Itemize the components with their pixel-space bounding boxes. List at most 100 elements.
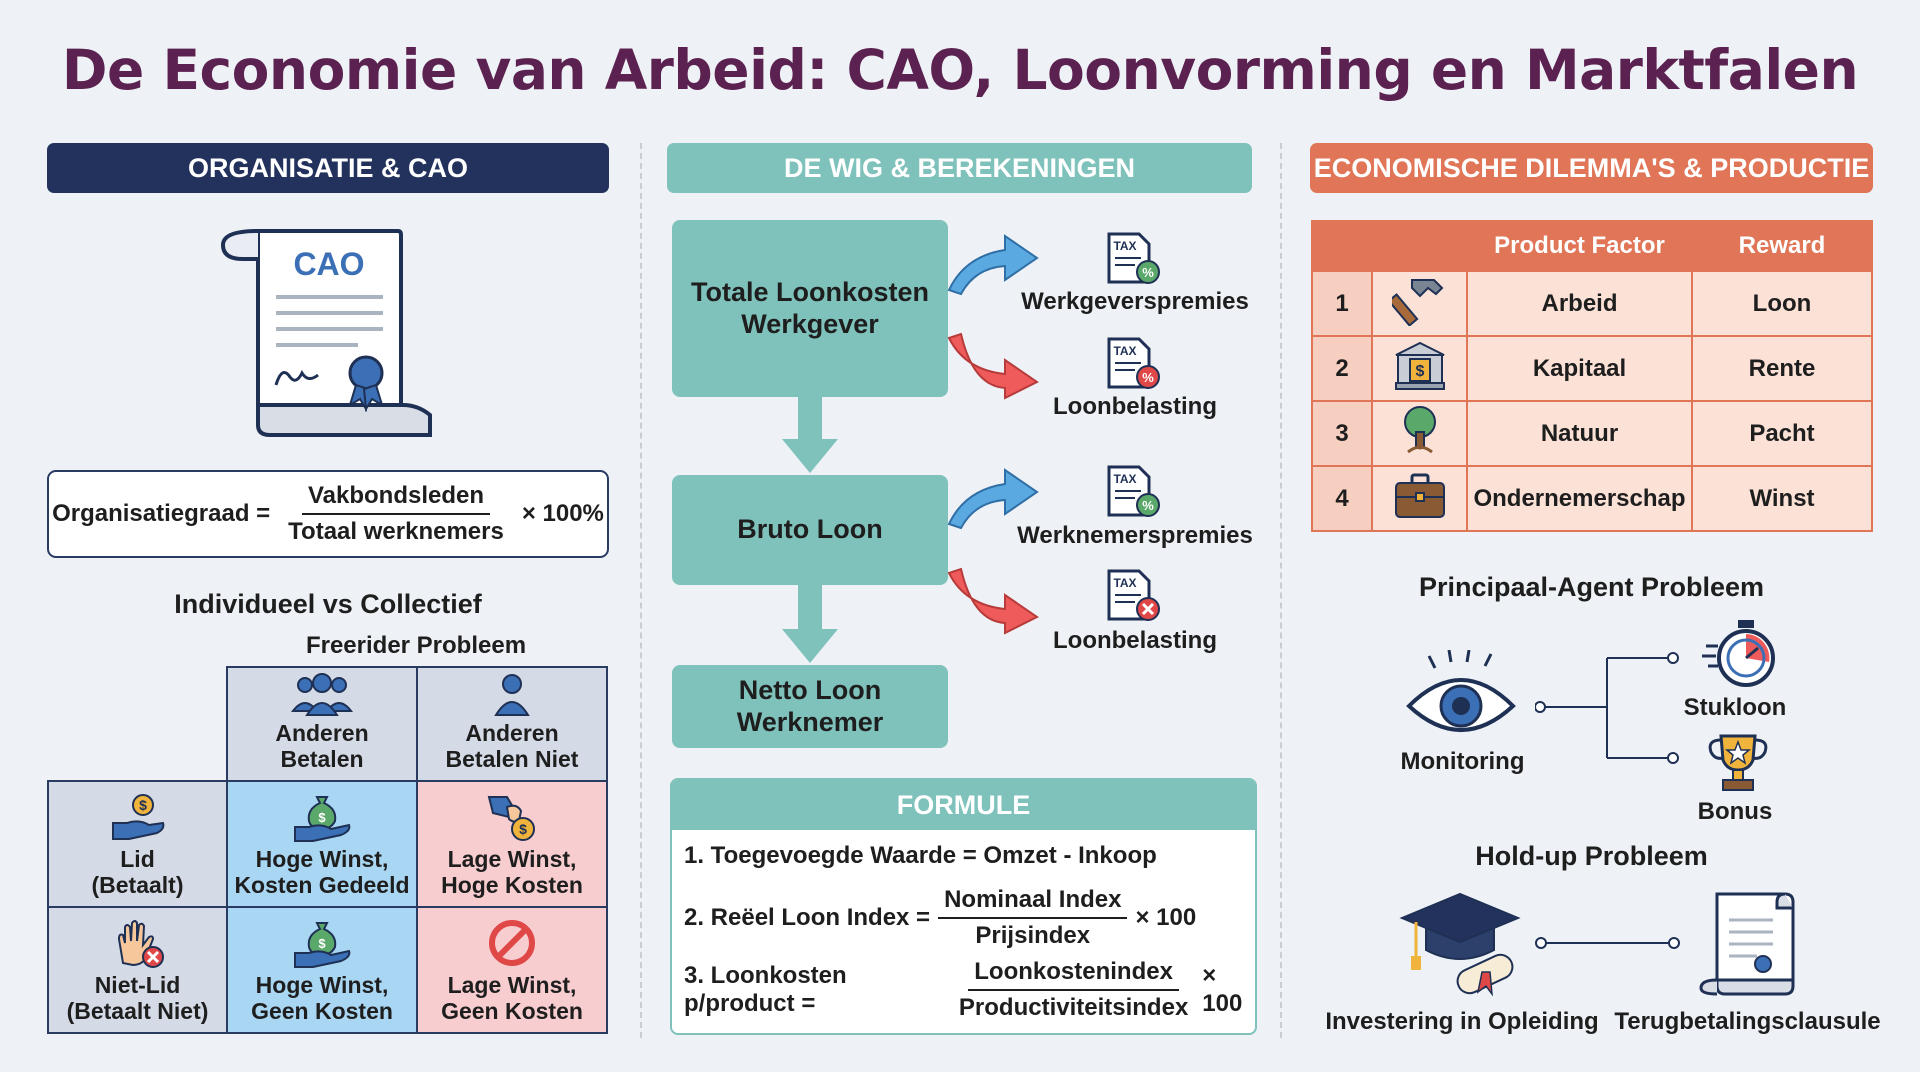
reward-cell: Rente <box>1691 335 1873 402</box>
column-divider <box>640 143 642 1038</box>
totale-loonkosten-box: Totale Loonkosten Werkgever <box>672 220 948 397</box>
loonbelasting-label: Loonbelasting <box>1053 627 1217 654</box>
grid-c21-label: Hoge Winst, Geen Kosten <box>251 972 393 1024</box>
svg-text:%: % <box>1142 370 1154 385</box>
grid-row-lid: $ Lid (Betaalt) <box>47 780 228 908</box>
wig-header: DE WIG & BEREKENINGEN <box>667 143 1252 193</box>
formule-3-lhs: 3. Loonkosten p/product = <box>684 962 847 1017</box>
bank-icon: $ <box>1371 335 1468 402</box>
formule-header: FORMULE <box>672 780 1255 830</box>
svg-text:$: $ <box>519 821 527 837</box>
row-number: 1 <box>1311 270 1373 337</box>
formule-3-den: Productiviteitsindex <box>958 994 1189 1021</box>
reward-cell: Loon <box>1691 270 1873 337</box>
formule-1-text: 1. Toegevoegde Waarde = Omzet - Inkoop <box>684 842 1157 869</box>
graduation-cap-icon <box>1399 892 1521 997</box>
hand-giving-coin-icon: $ <box>487 796 535 842</box>
flow-down-arrow <box>782 395 838 473</box>
prohibited-icon <box>489 920 535 967</box>
totale-loonkosten-label: Totale Loonkosten Werkgever <box>690 277 929 339</box>
table-header-icon <box>1371 220 1468 272</box>
terugbetaling-label: Terugbetalingsclausule <box>1614 1008 1881 1035</box>
row-number: 4 <box>1311 465 1373 532</box>
cao-document-icon: CAO <box>220 229 432 437</box>
factor-cell: Natuur <box>1466 400 1693 467</box>
freerider-subtitle: Freerider Probleem <box>305 632 527 659</box>
cao-doc-label: CAO <box>293 246 364 282</box>
tax-icon-text: TAX <box>1113 239 1136 253</box>
formule-2-num: Nominaal Index <box>938 886 1128 919</box>
table-header-factor: Product Factor <box>1466 220 1693 272</box>
werknemerspremies-label: Werknemerspremies <box>1017 522 1253 549</box>
netto-loon-box: Netto Loon Werknemer <box>672 665 948 748</box>
table-row: 1 Arbeid Loon <box>1311 270 1873 337</box>
stopwatch-icon <box>1702 620 1775 687</box>
formula-fraction: Vakbondsleden Totaal werknemers <box>282 482 510 546</box>
grid-col-anderen-betalen-niet: Anderen Betalen Niet <box>416 666 608 782</box>
formule-panel: FORMULE 1. Toegevoegde Waarde = Omzet - … <box>670 778 1257 1035</box>
table-row: 2 $ Kapitaal Rente <box>1311 335 1873 402</box>
svg-text:%: % <box>1142 498 1154 513</box>
group-people-icon <box>290 673 354 717</box>
formula-numerator: Vakbondsleden <box>301 482 491 515</box>
reward-cell: Pacht <box>1691 400 1873 467</box>
contract-scroll-icon <box>1699 892 1795 996</box>
netto-loon-label: Netto Loon Werknemer <box>736 675 884 737</box>
formule-2-den: Prijsindex <box>975 922 1091 949</box>
stukloon-label: Stukloon <box>1683 694 1787 721</box>
formule-2-fraction: Nominaal Index Prijsindex <box>938 886 1128 950</box>
hand-moneybag-icon: $ <box>294 796 351 843</box>
factor-table: Product Factor Reward 1 Arbeid Loon 2 <box>1311 220 1873 532</box>
factor-cell: Kapitaal <box>1466 335 1693 402</box>
svg-text:$: $ <box>318 810 326 825</box>
connector-tree <box>1535 652 1679 764</box>
svg-text:$: $ <box>1415 363 1424 380</box>
tax-icon-text: TAX <box>1113 344 1136 358</box>
factor-table-header: Product Factor Reward <box>1311 220 1873 272</box>
hand-moneybag-icon: $ <box>294 922 351 969</box>
trophy-icon <box>1708 734 1768 791</box>
hammer-icon <box>1371 270 1468 337</box>
dilemmas-header: ECONOMISCHE DILEMMA'S & PRODUCTIE <box>1310 143 1873 193</box>
connector-line <box>1535 937 1680 949</box>
blue-curved-arrow-icon <box>947 234 1039 296</box>
organisatiegraad-formula: Organisatiegraad = Vakbondsleden Totaal … <box>47 470 609 558</box>
formula-lhs: Organisatiegraad = <box>52 500 271 527</box>
grid-c11-label: Hoge Winst, Kosten Gedeeld <box>234 846 410 898</box>
formule-1: 1. Toegevoegde Waarde = Omzet - Inkoop <box>684 842 1157 870</box>
formule-2-suffix: × 100 <box>1135 904 1197 931</box>
person-icon <box>494 674 530 717</box>
grid-col-anderen-betalen: Anderen Betalen <box>226 666 418 782</box>
page-title: De Economie van Arbeid: CAO, Loonvorming… <box>61 38 1859 102</box>
formula-suffix: × 100% <box>521 500 604 527</box>
tree-icon <box>1371 400 1468 467</box>
table-row: 3 Natuur Pacht <box>1311 400 1873 467</box>
principaal-agent-title: Principaal-Agent Probleem <box>1418 572 1765 602</box>
tax-document-icon: TAX % <box>1107 232 1160 284</box>
red-curved-arrow-icon <box>947 567 1039 635</box>
eye-icon <box>1406 650 1516 732</box>
svg-text:%: % <box>1142 265 1154 280</box>
svg-text:$: $ <box>318 936 326 951</box>
briefcase-icon <box>1371 465 1468 532</box>
investering-label: Investering in Opleiding <box>1325 1008 1599 1035</box>
svg-text:$: $ <box>139 797 147 813</box>
flow-down-arrow <box>782 585 838 663</box>
grid-cell-lage-winst-hoge-kosten: $ Lage Winst, Hoge Kosten <box>416 780 608 908</box>
grid-row2-label: Niet-Lid (Betaalt Niet) <box>66 972 209 1024</box>
formule-3-suffix: × 100 <box>1202 962 1243 1017</box>
row-number: 3 <box>1311 400 1373 467</box>
grid-row1-label: Lid (Betaalt) <box>91 846 184 898</box>
blue-curved-arrow-icon <box>947 468 1039 530</box>
formule-3-fraction: Loonkostenindex Productiviteitsindex <box>953 958 1194 1022</box>
table-header-num <box>1311 220 1373 272</box>
bruto-loon-box: Bruto Loon <box>672 475 948 585</box>
individueel-collectief-title: Individueel vs Collectief <box>174 589 482 619</box>
grid-cell-hoge-winst-gedeeld: $ Hoge Winst, Kosten Gedeeld <box>226 780 418 908</box>
column-divider <box>1280 143 1282 1038</box>
loonbelasting-label: Loonbelasting <box>1053 393 1217 420</box>
werkgeverspremies-label: Werkgeverspremies <box>1021 288 1249 315</box>
grid-c12-label: Lage Winst, Hoge Kosten <box>441 846 583 898</box>
grid-cell-lage-winst-geen-kosten: Lage Winst, Geen Kosten <box>416 906 608 1034</box>
formule-3-num: Loonkostenindex <box>968 958 1179 991</box>
